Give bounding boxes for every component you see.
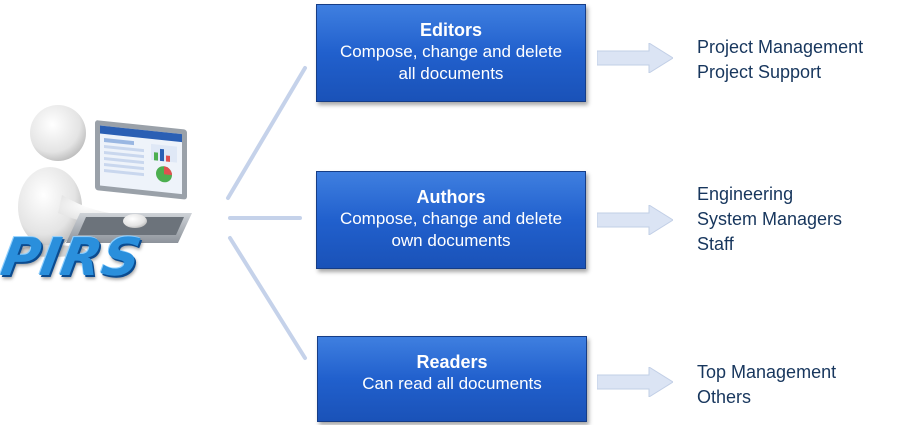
role-box-readers: Readers Can read all documents: [317, 336, 587, 422]
group-item: Project Support: [697, 62, 822, 82]
role-title: Readers: [416, 352, 488, 372]
role-description-line: Compose, change and delete: [339, 209, 563, 228]
role-description-line: Can read all documents: [362, 374, 542, 393]
group-item: Others: [697, 387, 752, 407]
right-arrow-icon: [597, 43, 673, 73]
readers-group-list: Top Management Others: [697, 360, 836, 410]
authors-group-list: Engineering System Managers Staff: [697, 182, 842, 257]
role-description-line: all documents: [398, 64, 504, 83]
group-item: Project Management: [697, 37, 864, 57]
right-arrow-icon: [597, 205, 673, 235]
group-item: System Managers: [697, 209, 843, 229]
role-box-editors: Editors Compose, change and delete all d…: [316, 4, 586, 102]
person-at-laptop-icon: [18, 105, 192, 257]
pirs-logo: PIRS: [0, 228, 147, 288]
role-description-line: Compose, change and delete: [339, 42, 563, 61]
role-description-line: own documents: [391, 231, 511, 250]
connector-editors: [226, 66, 307, 200]
role-title: Authors: [416, 187, 486, 207]
group-item: Top Management: [697, 362, 837, 382]
group-item: Staff: [697, 234, 734, 254]
role-box-authors: Authors Compose, change and delete own d…: [316, 171, 586, 269]
right-arrow-icon: [597, 367, 673, 397]
role-title: Editors: [419, 20, 482, 40]
editors-group-list: Project Management Project Support: [697, 35, 863, 85]
connector-readers: [228, 236, 307, 360]
group-item: Engineering: [697, 184, 794, 204]
